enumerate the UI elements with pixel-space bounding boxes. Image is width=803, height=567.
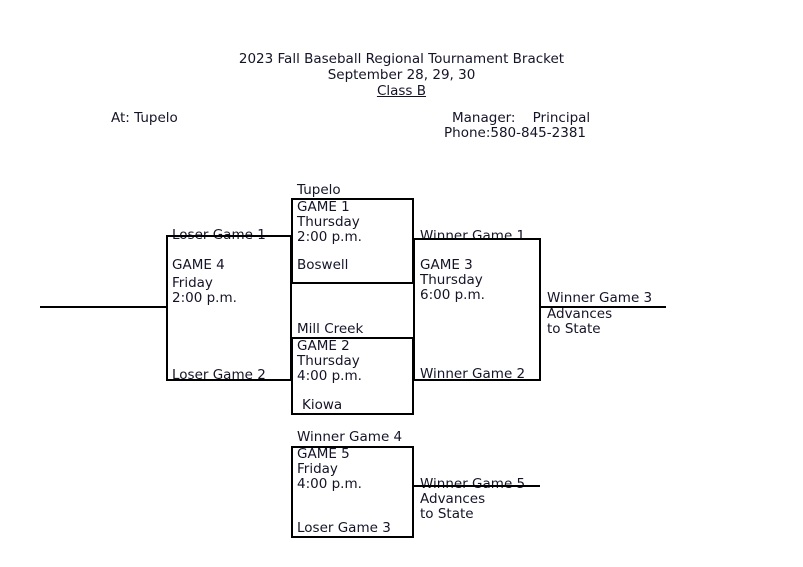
winner-game3-label: Winner Game 3 (547, 290, 653, 306)
game4-label: GAME 4 (172, 257, 225, 273)
winner-game5-label: Winner Game 5 (420, 476, 526, 492)
game1-label: GAME 1 (297, 199, 350, 215)
winner-game3-advances-line1: Advances (547, 306, 613, 322)
game4-day: Friday (172, 275, 213, 291)
tournament-dates: September 28, 29, 30 (327, 67, 476, 83)
game3-right-edge (539, 238, 541, 381)
game3-bottom-team: Winner Game 2 (420, 366, 526, 382)
game3-time: 6:00 p.m. (420, 287, 485, 303)
game1-day: Thursday (297, 214, 360, 230)
location-label: At: Tupelo (111, 110, 178, 126)
winner-game5-advances-line2: to State (420, 506, 474, 522)
game3-box (413, 238, 541, 381)
game2-time: 4:00 p.m. (297, 368, 362, 384)
game1-top-team: Tupelo (297, 182, 341, 198)
game5-box (291, 446, 414, 538)
game4-feeder-line (40, 306, 167, 308)
game3-label: GAME 3 (420, 257, 473, 273)
game5-bottom-team: Loser Game 3 (297, 520, 391, 536)
game4-time: 2:00 p.m. (172, 290, 237, 306)
game5-top-team: Winner Game 4 (297, 429, 403, 445)
game5-day: Friday (297, 461, 338, 477)
game2-day: Thursday (297, 353, 360, 369)
game4-bottom-team: Loser Game 2 (172, 367, 266, 383)
tournament-class: Class B (376, 83, 427, 99)
game2-top-team: Mill Creek (297, 321, 364, 337)
game1-bottom-team: Boswell (297, 257, 349, 273)
manager-label: Manager: Principal (452, 110, 591, 126)
game5-label: GAME 5 (297, 446, 350, 462)
winner-game3-advances-line2: to State (547, 321, 601, 337)
game1-time: 2:00 p.m. (297, 229, 362, 245)
game4-box (166, 235, 292, 381)
winner-game5-line (414, 485, 540, 487)
game5-time: 4:00 p.m. (297, 476, 362, 492)
game2-label: GAME 2 (297, 338, 350, 354)
page-title: 2023 Fall Baseball Regional Tournament B… (238, 51, 565, 67)
winner-game3-line (541, 306, 666, 308)
game2-bottom-team: Kiowa (302, 397, 343, 413)
winner-game5-advances-line1: Advances (420, 491, 486, 507)
game3-day: Thursday (420, 272, 483, 288)
phone-label: Phone:580-845-2381 (444, 125, 587, 141)
